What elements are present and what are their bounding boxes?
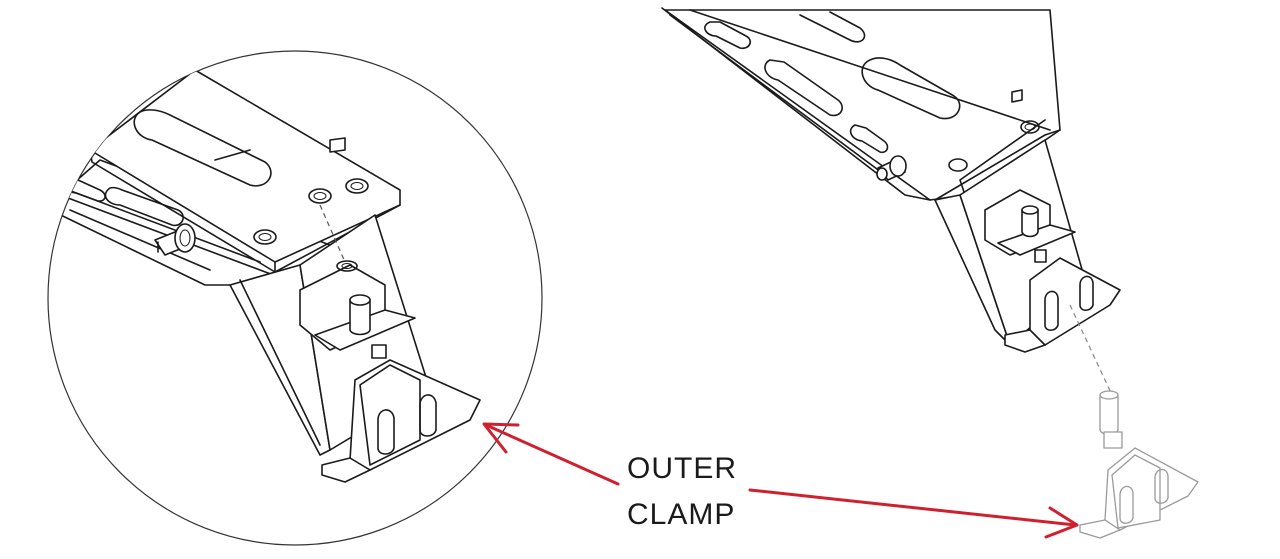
alignment-dashed-line bbox=[1069, 304, 1113, 396]
detail-rail-assembly bbox=[48, 69, 481, 483]
outer-clamp-callout: OUTER CLAMP bbox=[482, 422, 1079, 539]
detail-view bbox=[47, 50, 543, 546]
red-arrowhead-icon bbox=[482, 422, 520, 454]
callout-arrow-left bbox=[484, 423, 620, 486]
ghost-outer-clamp bbox=[1079, 390, 1199, 539]
red-arrowhead-icon bbox=[1044, 506, 1079, 539]
callout-line-1: OUTER bbox=[627, 452, 737, 485]
main-rail-assembly bbox=[661, 7, 1121, 353]
callout-line-2: CLAMP bbox=[627, 498, 735, 531]
callout-arrow-right bbox=[748, 488, 1077, 527]
